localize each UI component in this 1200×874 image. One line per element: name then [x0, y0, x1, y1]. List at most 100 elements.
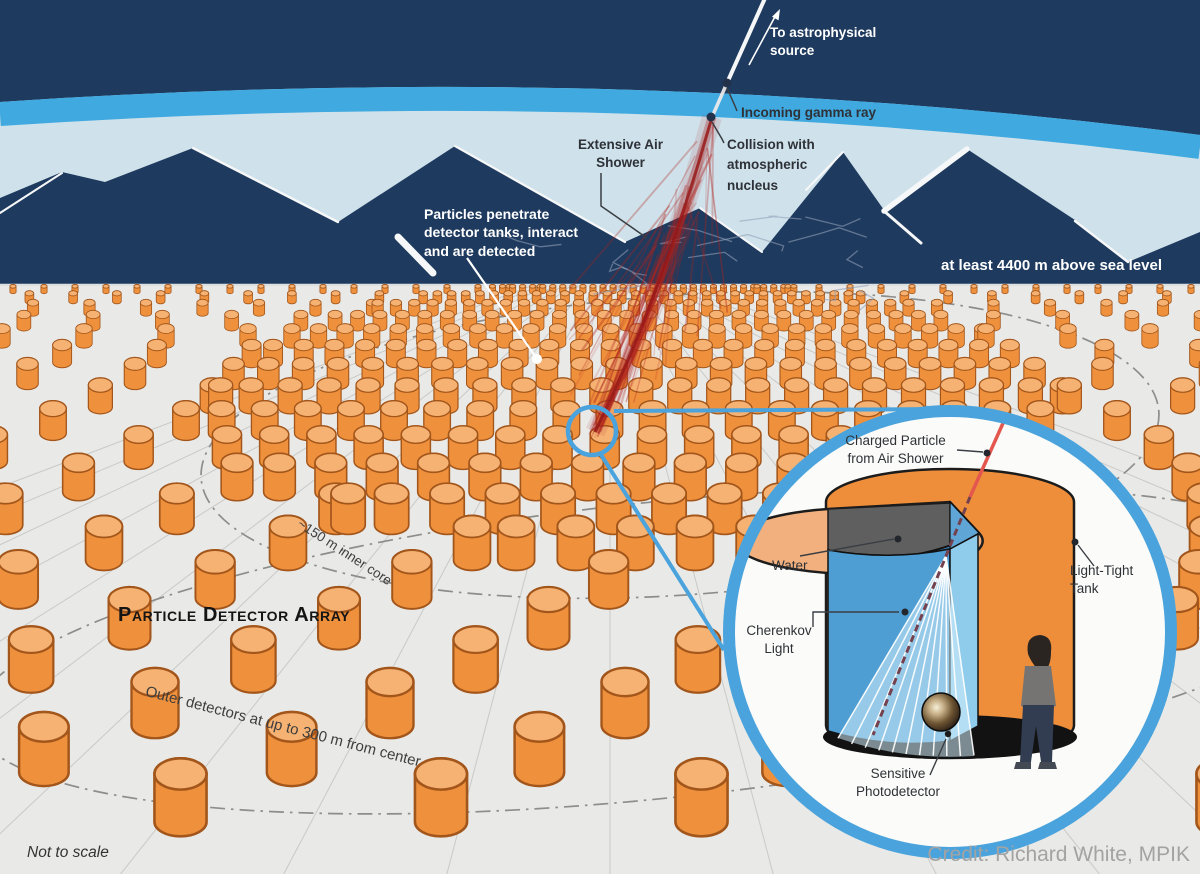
shower-streak	[664, 188, 678, 366]
shower-streak	[595, 219, 676, 431]
water-tank	[600, 666, 650, 740]
shower-streak	[706, 147, 729, 313]
water-tank	[153, 757, 208, 838]
water-tank	[675, 514, 715, 572]
water-tank	[1169, 377, 1196, 415]
cherenkov-ray	[905, 555, 947, 755]
person-for-scale	[1014, 635, 1057, 769]
water-tank	[423, 400, 452, 442]
water-tank	[112, 290, 122, 305]
zoom-callout	[565, 404, 943, 652]
water-tank	[902, 298, 915, 317]
water-tank	[570, 452, 605, 502]
water-tank	[569, 284, 577, 295]
water-tank	[1189, 338, 1200, 369]
detector-tank-array	[0, 284, 1200, 838]
water-tank	[526, 585, 571, 651]
water-tank	[1030, 290, 1041, 305]
inset-ring	[723, 405, 1177, 859]
person-shoe-left	[1014, 762, 1031, 769]
collision-dot	[706, 112, 716, 122]
shower-streak	[581, 245, 657, 351]
tank-leader	[466, 257, 542, 364]
water-tank	[39, 400, 67, 442]
water-tank	[107, 585, 152, 651]
water-tank	[287, 290, 297, 305]
water-tank	[330, 290, 341, 305]
water-tank	[518, 298, 531, 317]
scattered-particle-streak	[739, 215, 802, 222]
scattered-particle-streak	[660, 236, 686, 245]
shower-streak	[628, 153, 708, 334]
water-tank	[1124, 309, 1140, 332]
water-tank	[938, 338, 959, 369]
water-tank	[26, 298, 40, 317]
range-ellipses	[0, 290, 1200, 815]
water-tank	[381, 284, 389, 295]
water-tank	[84, 514, 124, 572]
person-shoe-right	[1038, 762, 1057, 769]
water-tank	[373, 482, 410, 536]
water-tank	[999, 338, 1020, 369]
shower-streak	[704, 148, 708, 258]
water-tank	[16, 309, 32, 332]
shower-streak	[684, 217, 699, 332]
person-hair	[1027, 635, 1052, 670]
water-tank	[595, 482, 632, 536]
label-extensive-air-shower: Extensive Air Shower	[577, 137, 664, 170]
water-tank	[164, 284, 172, 295]
label-light-tight-tank: Light-Tight Tank	[1070, 563, 1134, 596]
water-tank	[155, 290, 166, 305]
cherenkov-ray	[891, 555, 947, 753]
water-tank	[452, 514, 492, 572]
shower-streak	[632, 124, 711, 325]
shower-streak	[569, 140, 698, 290]
water-tank	[230, 625, 277, 694]
water-tank	[413, 757, 469, 838]
water-tank	[257, 284, 265, 295]
inset-content	[733, 411, 1077, 769]
water-tank	[262, 452, 297, 502]
water-tank	[513, 710, 566, 788]
leader-lines	[600, 87, 738, 239]
water-tank	[317, 585, 361, 651]
water-tank	[589, 377, 615, 415]
shower-streak	[593, 153, 713, 404]
shower-streak	[592, 213, 667, 430]
person-legs	[1020, 705, 1054, 762]
water-tank	[158, 482, 195, 536]
mountains	[0, 146, 1200, 286]
water-tank	[123, 356, 147, 391]
shower-streak	[578, 192, 685, 340]
water-tank	[1141, 323, 1159, 349]
water-tank	[0, 482, 24, 536]
scattered-particle-streak	[858, 289, 875, 312]
water-tank	[1156, 284, 1164, 295]
water-tank	[1143, 425, 1175, 471]
cherenkov-ray	[878, 555, 947, 751]
water-tank	[316, 377, 342, 415]
water-tank	[146, 338, 167, 369]
water-tank	[908, 284, 916, 295]
gamma-ray	[706, 0, 780, 122]
water-tank	[252, 298, 266, 317]
water-tank	[933, 309, 949, 332]
water-tank	[943, 290, 953, 305]
water-tank	[309, 298, 322, 317]
water-tank	[350, 309, 365, 332]
inset-leaders	[799, 449, 1095, 776]
label-credit: Credit: Richard White, MPIK	[927, 843, 1190, 866]
shower-streak	[651, 166, 704, 311]
water-tank	[692, 338, 713, 369]
water-tank	[330, 482, 367, 536]
water-tank	[0, 549, 40, 610]
shower-streak	[597, 225, 673, 428]
water-tank	[969, 338, 990, 369]
water-tank	[16, 356, 39, 391]
water-tank	[674, 757, 729, 838]
shower-streak	[589, 232, 662, 430]
outer-space	[0, 0, 1200, 135]
water-tank	[452, 625, 499, 694]
scattered-particle-streak	[788, 227, 867, 243]
